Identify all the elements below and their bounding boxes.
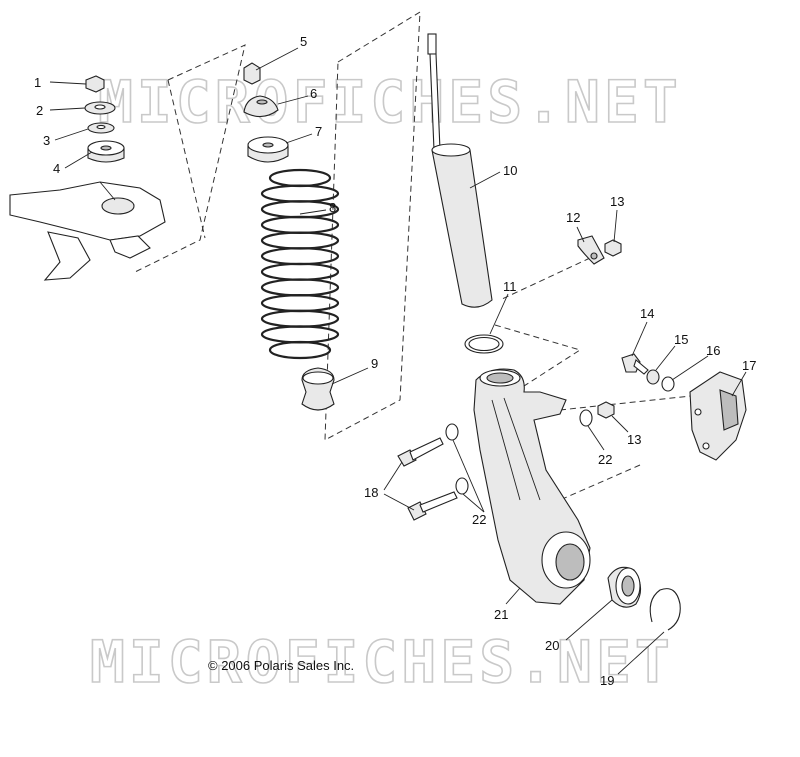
spring-coil [260,262,340,281]
spring-coil [260,309,340,328]
watermark-top: MICROFICHES.NET [98,68,682,136]
part-9-bump-stop [301,367,335,411]
part-7-bushing [247,136,289,163]
callout-1: 1 [34,75,41,90]
copyright-text: © 2006 Polaris Sales Inc. [208,658,354,673]
callout-13-upper: 13 [610,194,624,209]
callout-3: 3 [43,133,50,148]
spring-coil [260,184,340,203]
callout-5: 5 [300,34,307,49]
part-18-bolt-lower [407,491,458,521]
part-10-shock-absorber [427,33,493,308]
spring-coil [260,215,340,235]
callout-16: 16 [706,343,720,358]
callout-2: 2 [36,103,43,118]
part-18-bolt-upper [397,437,444,467]
callout-19: 19 [600,673,614,688]
callout-20: 20 [545,638,559,653]
part-1-nut [85,75,105,93]
watermark-bottom: MICROFICHES.NET [90,628,674,696]
part-11-ring [464,334,504,354]
spring-coil [260,325,340,344]
callout-10: 10 [503,163,517,178]
callout-4: 4 [53,161,60,176]
part-22-washer-left-bottom [455,477,469,495]
part-8-spring [260,168,340,360]
callout-22-left: 22 [472,512,486,527]
callout-17: 17 [742,358,756,373]
part-22-washer-left-top [445,423,459,441]
callout-8: 8 [329,200,336,215]
part-22-washer-right [579,409,593,427]
part-4-bushing [87,140,125,163]
spring-coil [260,293,340,313]
callout-21: 21 [494,607,508,622]
part-17-brake-caliper [689,371,747,461]
part-13-nut-lower [597,401,615,419]
part-5-nut [243,62,261,85]
part-16-washer [661,376,675,392]
spring-coil [268,340,332,360]
part-21-knuckle [473,368,591,605]
frame-bracket [9,181,166,281]
part-13-nut-upper [604,239,622,257]
part-12-clip [577,235,605,265]
callout-12: 12 [566,210,580,225]
callout-9: 9 [371,356,378,371]
callout-18: 18 [364,485,378,500]
callout-7: 7 [315,124,322,139]
callout-14: 14 [640,306,654,321]
part-19-snap-ring [649,588,681,631]
callout-15: 15 [674,332,688,347]
callout-13-lower: 13 [627,432,641,447]
callout-11: 11 [503,279,517,294]
callout-6: 6 [310,86,317,101]
spring-coil [260,247,340,266]
spring-coil [260,278,340,297]
spring-coil [268,168,332,188]
spring-coil [260,200,340,219]
part-14-bolt [621,353,649,375]
part-2-washer [84,101,116,115]
part-15-washer [646,369,660,385]
leader-lines [49,47,747,675]
callout-22-right: 22 [598,452,612,467]
part-6-cup [243,95,279,118]
callout-labels: 1 2 3 4 5 6 7 8 9 10 11 12 13 13 14 15 1… [34,34,756,688]
part-3-washer [87,122,115,134]
part-20-bearing [607,566,642,608]
spring-coil [260,231,340,250]
